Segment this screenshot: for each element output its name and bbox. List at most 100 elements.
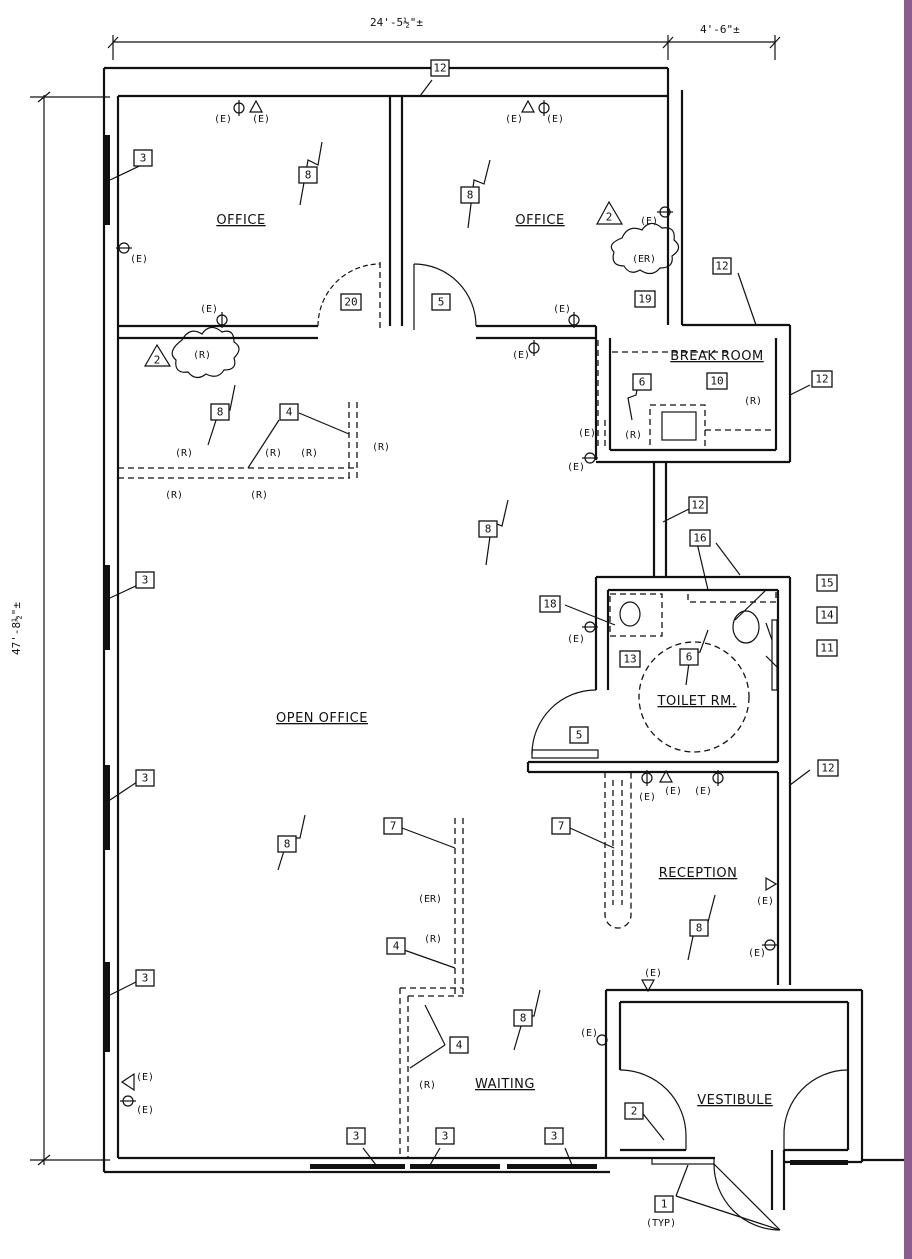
svg-text:15: 15 bbox=[820, 577, 833, 590]
dimension-top-right: 4'-6"± bbox=[700, 23, 740, 36]
tag-15: 14 bbox=[816, 606, 838, 624]
svg-text:11: 11 bbox=[820, 642, 833, 655]
svg-text:(E): (E) bbox=[756, 896, 774, 907]
svg-text:(E): (E) bbox=[567, 634, 585, 645]
svg-text:(R): (R) bbox=[624, 430, 642, 441]
svg-text:(E): (E) bbox=[640, 216, 658, 227]
svg-text:12: 12 bbox=[715, 260, 728, 273]
tag-6-a: 6 bbox=[632, 373, 652, 391]
svg-text:8: 8 bbox=[696, 922, 703, 935]
svg-text:12: 12 bbox=[821, 762, 834, 775]
svg-text:(E): (E) bbox=[200, 304, 218, 315]
tag-4-c: 4 bbox=[449, 1036, 469, 1054]
svg-text:8: 8 bbox=[520, 1012, 527, 1025]
revision-clouds bbox=[143, 200, 680, 379]
svg-text:(R): (R) bbox=[300, 448, 318, 459]
room-label-open-office: OPEN OFFICE bbox=[276, 711, 368, 726]
paper-edge bbox=[904, 0, 912, 1259]
svg-text:5: 5 bbox=[576, 729, 583, 742]
toilet-walls bbox=[526, 575, 792, 985]
tag-13: 15 bbox=[816, 574, 838, 592]
svg-text:(E): (E) bbox=[580, 1028, 598, 1039]
svg-text:3: 3 bbox=[353, 1130, 360, 1143]
device-symbols bbox=[116, 99, 778, 1107]
svg-text:13: 13 bbox=[623, 653, 636, 666]
svg-text:7: 7 bbox=[558, 820, 565, 833]
tag-18: 18 bbox=[539, 595, 561, 613]
tag-8-a: 8 bbox=[298, 166, 318, 184]
svg-text:8: 8 bbox=[305, 169, 312, 182]
tag-8-b: 8 bbox=[460, 186, 480, 204]
room-label-toilet: TOILET RM. bbox=[657, 694, 737, 709]
dimension-lines bbox=[30, 35, 781, 1166]
dimension-top-width: 24'-5½"± bbox=[370, 16, 423, 29]
tag-10: 10 bbox=[706, 372, 728, 390]
svg-text:(E): (E) bbox=[136, 1105, 154, 1116]
svg-text:(E): (E) bbox=[694, 786, 712, 797]
tag-8-g: 8 bbox=[513, 1009, 533, 1027]
room-label-reception: RECEPTION bbox=[659, 866, 738, 881]
corridor-walls bbox=[652, 462, 668, 577]
svg-text:(R): (R) bbox=[424, 934, 442, 945]
room-label-break-room: BREAK ROOM bbox=[670, 349, 763, 364]
revision-marker-1: 2 bbox=[154, 354, 161, 367]
tag-3-b: 3 bbox=[135, 571, 155, 589]
svg-text:(E): (E) bbox=[546, 114, 564, 125]
svg-text:(R): (R) bbox=[250, 490, 268, 501]
svg-text:(R): (R) bbox=[193, 350, 211, 361]
tag-12-d: 12 bbox=[688, 496, 708, 514]
tag-3-g: 3 bbox=[544, 1127, 564, 1145]
svg-text:4: 4 bbox=[393, 940, 400, 953]
tag-4-a: 4 bbox=[279, 403, 299, 421]
tag-20: 20 bbox=[340, 293, 362, 311]
svg-text:3: 3 bbox=[142, 972, 149, 985]
tag-12-c: 12 bbox=[811, 370, 833, 388]
tag-2: 2 bbox=[624, 1102, 644, 1120]
break-room-walls bbox=[594, 325, 792, 464]
tag-8-c: 8 bbox=[210, 403, 230, 421]
dimension-left-height: 47'-8½"± bbox=[10, 602, 23, 655]
windows-left bbox=[104, 135, 110, 1052]
tag-8-f: 8 bbox=[689, 919, 709, 937]
svg-text:(E): (E) bbox=[644, 968, 662, 979]
tag-8-d: 8 bbox=[478, 520, 498, 538]
revision-marker-2: 2 bbox=[606, 211, 613, 224]
leader-lines bbox=[109, 79, 811, 1231]
tag-12-top: 12 bbox=[430, 59, 450, 77]
room-label-waiting: WAITING bbox=[475, 1077, 535, 1092]
svg-text:(E): (E) bbox=[748, 948, 766, 959]
tag-3-a: 3 bbox=[133, 149, 153, 167]
tag-1-typ-note: (TYP) bbox=[646, 1218, 676, 1229]
svg-text:(E): (E) bbox=[214, 114, 232, 125]
svg-text:(ER): (ER) bbox=[632, 254, 656, 265]
svg-text:(E): (E) bbox=[505, 114, 523, 125]
room-label-vestibule: VESTIBULE bbox=[697, 1093, 773, 1108]
svg-text:(R): (R) bbox=[372, 442, 390, 453]
svg-text:3: 3 bbox=[142, 772, 149, 785]
svg-text:4: 4 bbox=[456, 1039, 463, 1052]
svg-text:(E): (E) bbox=[252, 114, 270, 125]
svg-text:7: 7 bbox=[390, 820, 397, 833]
svg-text:14: 14 bbox=[820, 609, 834, 622]
svg-text:10: 10 bbox=[710, 375, 723, 388]
svg-text:(R): (R) bbox=[744, 396, 762, 407]
slope-marks bbox=[207, 141, 716, 1051]
tag-5-b: 5 bbox=[569, 726, 589, 744]
svg-text:16: 16 bbox=[693, 532, 706, 545]
svg-text:1: 1 bbox=[661, 1198, 668, 1211]
svg-text:8: 8 bbox=[467, 189, 474, 202]
svg-text:(R): (R) bbox=[175, 448, 193, 459]
tag-8-e: 8 bbox=[277, 835, 297, 853]
svg-text:(R): (R) bbox=[264, 448, 282, 459]
tag-3-e: 3 bbox=[346, 1127, 366, 1145]
svg-text:3: 3 bbox=[551, 1130, 558, 1143]
windows-bottom bbox=[310, 1164, 597, 1169]
svg-text:20: 20 bbox=[344, 296, 357, 309]
tag-3-c: 3 bbox=[135, 769, 155, 787]
tag-14: 13 bbox=[619, 650, 641, 668]
tag-3-d: 3 bbox=[135, 969, 155, 987]
svg-text:(E): (E) bbox=[664, 786, 682, 797]
room-label-office-right: OFFICE bbox=[515, 213, 564, 228]
svg-text:(E): (E) bbox=[578, 428, 596, 439]
svg-text:12: 12 bbox=[691, 499, 704, 512]
